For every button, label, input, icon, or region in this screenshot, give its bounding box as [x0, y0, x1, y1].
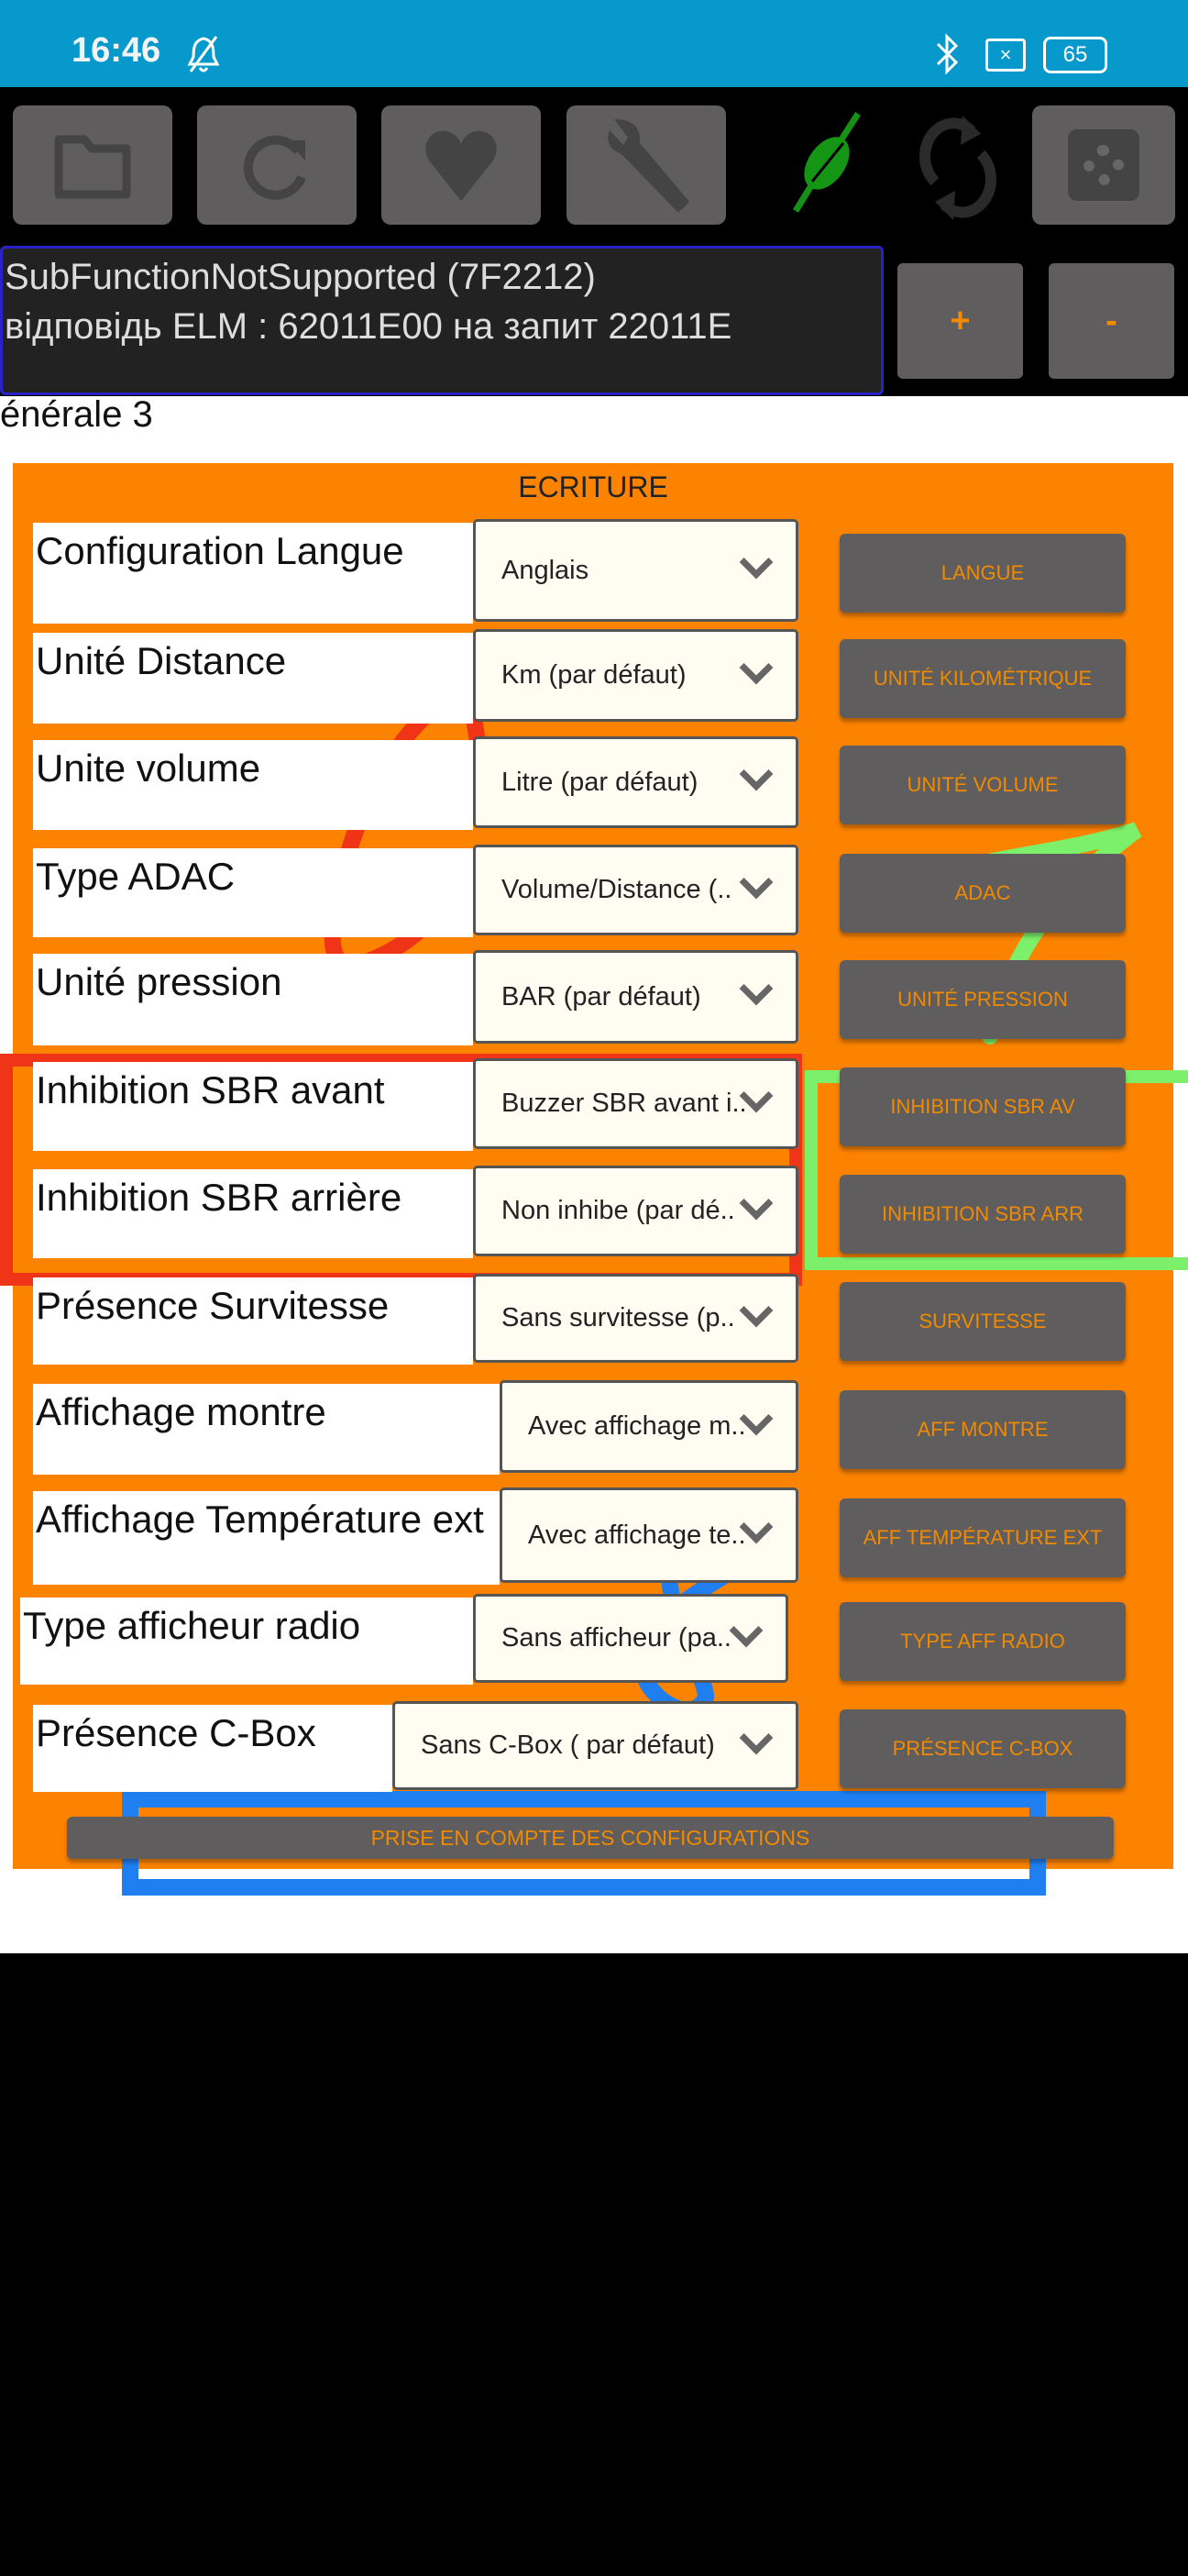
gear-icon — [1068, 129, 1139, 201]
setting-label: Type afficheur radio — [20, 1598, 473, 1685]
refresh-button[interactable] — [197, 105, 357, 225]
dropdown-value: Sans survitesse (p.. — [501, 1303, 735, 1332]
settings-button[interactable] — [1032, 105, 1175, 225]
setting-label: Inhibition SBR arrière — [33, 1169, 473, 1258]
tools-button[interactable] — [566, 105, 726, 225]
panel-title: ECRITURE — [518, 470, 668, 503]
setting-label: Unite volume — [33, 740, 473, 830]
clock: 16:46 — [72, 31, 161, 70]
setting-dropdown[interactable]: Avec affichage m.. — [500, 1380, 798, 1473]
chevron-down-icon — [739, 1720, 774, 1754]
status-bar: 16:46 × 65 — [0, 0, 1188, 87]
wrench-icon — [608, 119, 689, 213]
setting-label: Configuration Langue — [33, 523, 473, 624]
setting-label: Inhibition SBR avant — [33, 1062, 473, 1151]
setting-dropdown[interactable]: Litre (par défaut) — [473, 736, 798, 828]
setting-dropdown[interactable]: Volume/Distance (.. — [473, 845, 798, 935]
setting-label: Unité pression — [33, 954, 473, 1045]
write-setting-button[interactable]: SURVITESSE — [840, 1281, 1126, 1361]
setting-dropdown[interactable]: Km (par défaut) — [473, 629, 798, 722]
apply-configurations-button[interactable]: PRISE EN COMPTE DES CONFIGURATIONS — [67, 1817, 1114, 1859]
bluetooth-icon — [936, 33, 959, 75]
dropdown-value: Non inhibe (par dé.. — [501, 1196, 735, 1225]
response-line-1: SubFunctionNotSupported (7F2212) — [5, 257, 596, 297]
chevron-down-icon — [739, 971, 774, 1006]
write-setting-button[interactable]: LANGUE — [840, 534, 1126, 613]
chevron-down-icon — [739, 1186, 774, 1220]
write-setting-button[interactable]: AFF TEMPÉRATURE EXT — [840, 1498, 1126, 1577]
setting-dropdown[interactable]: Buzzer SBR avant i.. — [473, 1058, 798, 1149]
dropdown-value: Buzzer SBR avant i.. — [501, 1089, 747, 1118]
heart-icon — [425, 130, 497, 201]
battery-indicator: 65 — [1043, 37, 1107, 73]
dropdown-value: Avec affichage te.. — [528, 1520, 746, 1550]
open-folder-button[interactable] — [13, 105, 172, 225]
chevron-down-icon — [729, 1613, 764, 1647]
chevron-down-icon — [739, 1293, 774, 1327]
response-line-2: відповідь ELM : 62011E00 на запит 22011E — [5, 306, 732, 347]
dropdown-value: BAR (par défaut) — [501, 981, 701, 1012]
chevron-down-icon — [739, 545, 774, 580]
plug-icon[interactable] — [786, 108, 869, 218]
setting-label: Unité Distance — [33, 633, 473, 724]
zoom-out-button[interactable]: - — [1049, 263, 1174, 379]
bell-off-icon — [187, 36, 220, 72]
elm-response-box: SubFunctionNotSupported (7F2212) відпові… — [0, 246, 884, 395]
write-setting-button[interactable]: TYPE AFF RADIO — [840, 1601, 1126, 1681]
setting-dropdown[interactable]: Non inhibe (par dé.. — [473, 1166, 798, 1256]
setting-dropdown[interactable]: Sans C-Box ( par défaut) — [392, 1701, 798, 1790]
chevron-down-icon — [739, 757, 774, 791]
setting-label: Type ADAC — [33, 848, 473, 937]
write-setting-button[interactable]: UNITÉ VOLUME — [840, 746, 1126, 824]
setting-label: Présence Survitesse — [33, 1277, 473, 1365]
write-setting-button[interactable]: INHIBITION SBR AV — [840, 1067, 1126, 1146]
dropdown-value: Sans afficheur (pa.. — [501, 1623, 732, 1653]
sim-none-icon: × — [985, 39, 1026, 72]
refresh-icon — [243, 135, 306, 200]
setting-dropdown[interactable]: Anglais — [473, 519, 798, 622]
folder-icon — [54, 135, 131, 199]
write-setting-button[interactable]: INHIBITION SBR ARR — [840, 1174, 1126, 1254]
write-setting-button[interactable]: PRÉSENCE C-BOX — [840, 1708, 1126, 1788]
write-setting-button[interactable]: ADAC — [840, 853, 1126, 933]
write-setting-button[interactable]: UNITÉ KILOMÉTRIQUE — [840, 638, 1126, 718]
favorites-button[interactable] — [381, 105, 541, 225]
dropdown-value: Avec affichage m.. — [528, 1411, 746, 1441]
sync-icon[interactable] — [917, 108, 999, 227]
zoom-in-button[interactable]: + — [897, 263, 1023, 379]
setting-label: Affichage montre — [33, 1384, 500, 1475]
dropdown-value: Sans C-Box ( par défaut) — [421, 1730, 715, 1760]
setting-dropdown[interactable]: Sans afficheur (pa.. — [473, 1594, 788, 1683]
page-title: énérale 3 — [0, 394, 153, 435]
dropdown-value: Volume/Distance (.. — [501, 875, 732, 904]
write-setting-button[interactable]: UNITÉ PRESSION — [840, 960, 1126, 1039]
chevron-down-icon — [739, 865, 774, 899]
dropdown-value: Litre (par défaut) — [501, 767, 698, 797]
dropdown-value: Km (par défaut) — [501, 660, 687, 690]
ecriture-panel: ECRITURE Configuration Langue Anglais LA… — [0, 463, 1188, 1896]
setting-dropdown[interactable]: BAR (par défaut) — [473, 950, 798, 1044]
setting-dropdown[interactable]: Avec affichage te.. — [500, 1487, 798, 1583]
setting-label: Affichage Température ext — [33, 1491, 500, 1585]
setting-dropdown[interactable]: Sans survitesse (p.. — [473, 1274, 798, 1363]
setting-label: Présence C-Box — [33, 1705, 392, 1792]
write-setting-button[interactable]: AFF MONTRE — [840, 1389, 1126, 1469]
dropdown-value: Anglais — [501, 555, 589, 585]
chevron-down-icon — [739, 650, 774, 684]
